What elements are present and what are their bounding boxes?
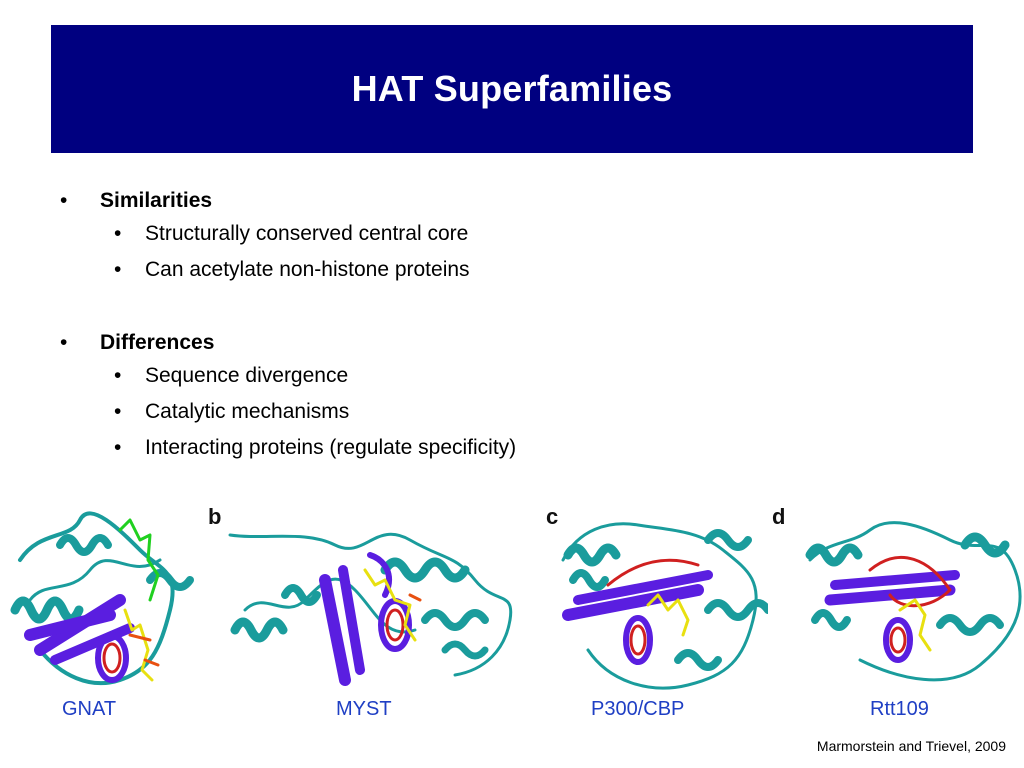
sub-bullet-text: Can acetylate non-histone proteins bbox=[145, 258, 470, 281]
sub-bullet: • Sequence divergence bbox=[60, 358, 940, 394]
p300-cbp-structure-image bbox=[561, 522, 768, 690]
myst-structure-image bbox=[228, 532, 513, 686]
sub-bullet-text: Interacting proteins (regulate specifici… bbox=[145, 436, 517, 459]
title-bar: HAT Superfamilies bbox=[51, 25, 973, 153]
slide-title: HAT Superfamilies bbox=[351, 68, 673, 109]
bullet-dot: • bbox=[60, 189, 68, 212]
bullet-dot: • bbox=[60, 331, 68, 354]
sub-bullet-text: Structurally conserved central core bbox=[145, 222, 469, 245]
caption-p300-cbp: P300/CBP bbox=[591, 698, 685, 720]
gnat-structure-image bbox=[10, 511, 194, 686]
citation: Marmorstein and Trievel, 2009 bbox=[816, 738, 1006, 754]
panel-letter-d: d bbox=[772, 504, 786, 529]
sub-bullet: • Can acetylate non-histone proteins bbox=[60, 252, 940, 288]
caption-gnat: GNAT bbox=[62, 698, 117, 720]
panel-letter-c: c bbox=[546, 504, 559, 529]
caption-rtt109: Rtt109 bbox=[870, 698, 929, 720]
sub-bullet: • Structurally conserved central core bbox=[60, 216, 940, 252]
panel-letter-b: b bbox=[208, 504, 222, 529]
sub-bullet: • Interacting proteins (regulate specifi… bbox=[60, 430, 940, 466]
bullet-differences: • Differences bbox=[60, 328, 940, 358]
rtt109-structure-image bbox=[805, 521, 1022, 682]
caption-myst: MYST bbox=[336, 698, 392, 720]
sub-bullet-text: Sequence divergence bbox=[145, 364, 349, 387]
bullet-heading: Differences bbox=[100, 331, 215, 354]
sub-bullet-dot: • bbox=[114, 364, 122, 387]
bullet-list: • Similarities • Structurally conserved … bbox=[60, 186, 940, 466]
sub-bullet-dot: • bbox=[114, 258, 122, 281]
section-gap bbox=[60, 288, 940, 328]
sub-bullet-dot: • bbox=[114, 222, 122, 245]
sub-bullet-dot: • bbox=[114, 436, 122, 459]
sub-bullet: • Catalytic mechanisms bbox=[60, 394, 940, 430]
sub-bullet-dot: • bbox=[114, 400, 122, 423]
bullet-heading: Similarities bbox=[100, 189, 213, 212]
bullet-similarities: • Similarities bbox=[60, 186, 940, 216]
sub-bullet-text: Catalytic mechanisms bbox=[145, 400, 350, 423]
